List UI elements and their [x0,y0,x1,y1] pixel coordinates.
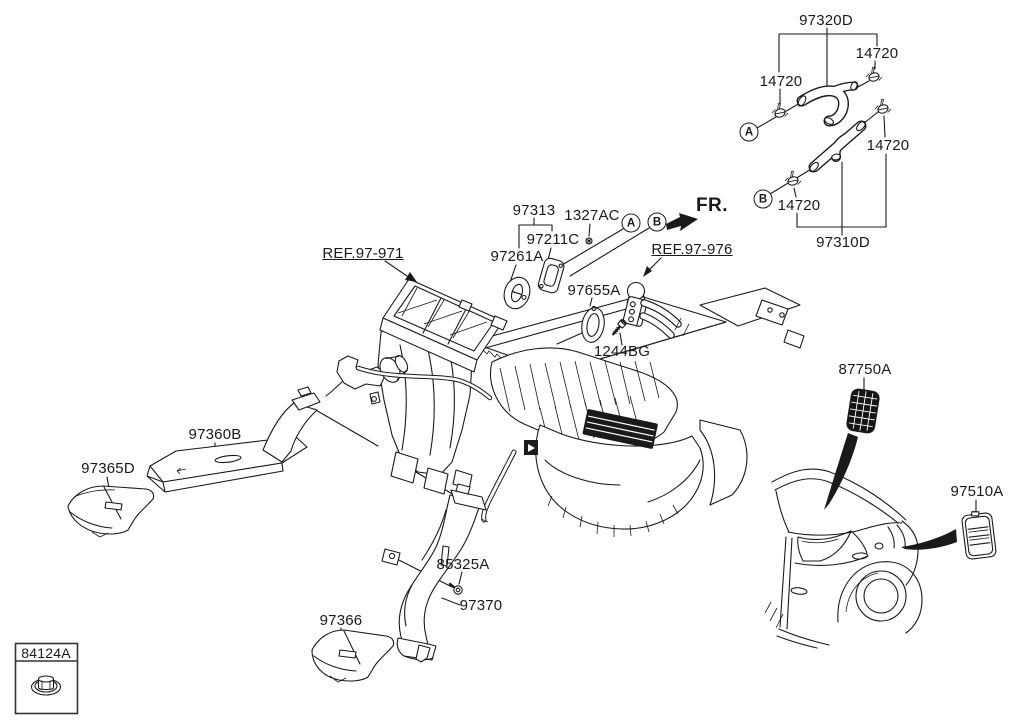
part-label-gasket-oval[interactable]: 97261A [490,248,544,265]
ref-link-hvac-module[interactable]: REF.97-971 [322,245,404,262]
callout-a-unit: A [621,213,641,233]
part-label-clamp-3[interactable]: 14720 [866,137,910,154]
grommet-icon [30,675,62,696]
callout-b-unit: B [647,212,667,232]
ducts-drawing [67,386,487,683]
car-drawing [764,377,997,649]
part-label-tray-grille[interactable]: 87750A [838,361,892,378]
grommet-box [14,642,79,715]
part-label-grommet[interactable]: 84124A [21,645,71,661]
part-label-seal-kit[interactable]: 97313 [512,202,556,219]
callout-b-hose: B [753,189,773,209]
heater-pipes-drawing [556,257,690,346]
callout-a-hose: A [739,122,759,142]
hose-assembly-drawing [756,27,892,236]
part-label-duct-screw[interactable]: 85325A [436,556,490,573]
part-label-clamp-1[interactable]: 14720 [759,73,803,90]
hvac-unit-drawing [313,278,805,537]
part-label-clamp-4[interactable]: 14720 [777,197,821,214]
clamp-icon [865,66,883,82]
ref-971-arrow [384,260,417,282]
extractor-grille-part [961,511,997,560]
front-direction-label: FR. [695,195,729,216]
part-label-cover-left[interactable]: 97365D [81,460,135,477]
part-label-gasket-flange[interactable]: 97211C [526,231,580,248]
part-label-duct-center[interactable]: 97360B [188,426,242,443]
clamp-icon [874,98,892,114]
part-label-extractor-grille[interactable]: 97510A [950,483,1004,500]
part-label-cover-bottom[interactable]: 97366 [319,612,363,629]
part-label-clamp-2[interactable]: 14720 [855,45,899,62]
gaskets-drawing [503,217,650,310]
clamp-icon [784,170,802,186]
part-label-pipe-seal[interactable]: 97655A [567,282,621,299]
tray-grille-part [846,388,880,434]
part-label-hose-lower[interactable]: 97310D [816,234,870,251]
ref-link-heater-pipes[interactable]: REF.97-976 [651,241,733,258]
part-label-screw-small[interactable]: 1327AC [564,207,620,224]
clamp-icon [771,102,789,118]
part-label-pipe-bolt[interactable]: 1244BG [593,343,651,360]
fr-direction-arrow [666,213,698,231]
part-label-hose-upper[interactable]: 97320D [799,12,853,29]
part-label-duct-elbow[interactable]: 97370 [459,597,503,614]
